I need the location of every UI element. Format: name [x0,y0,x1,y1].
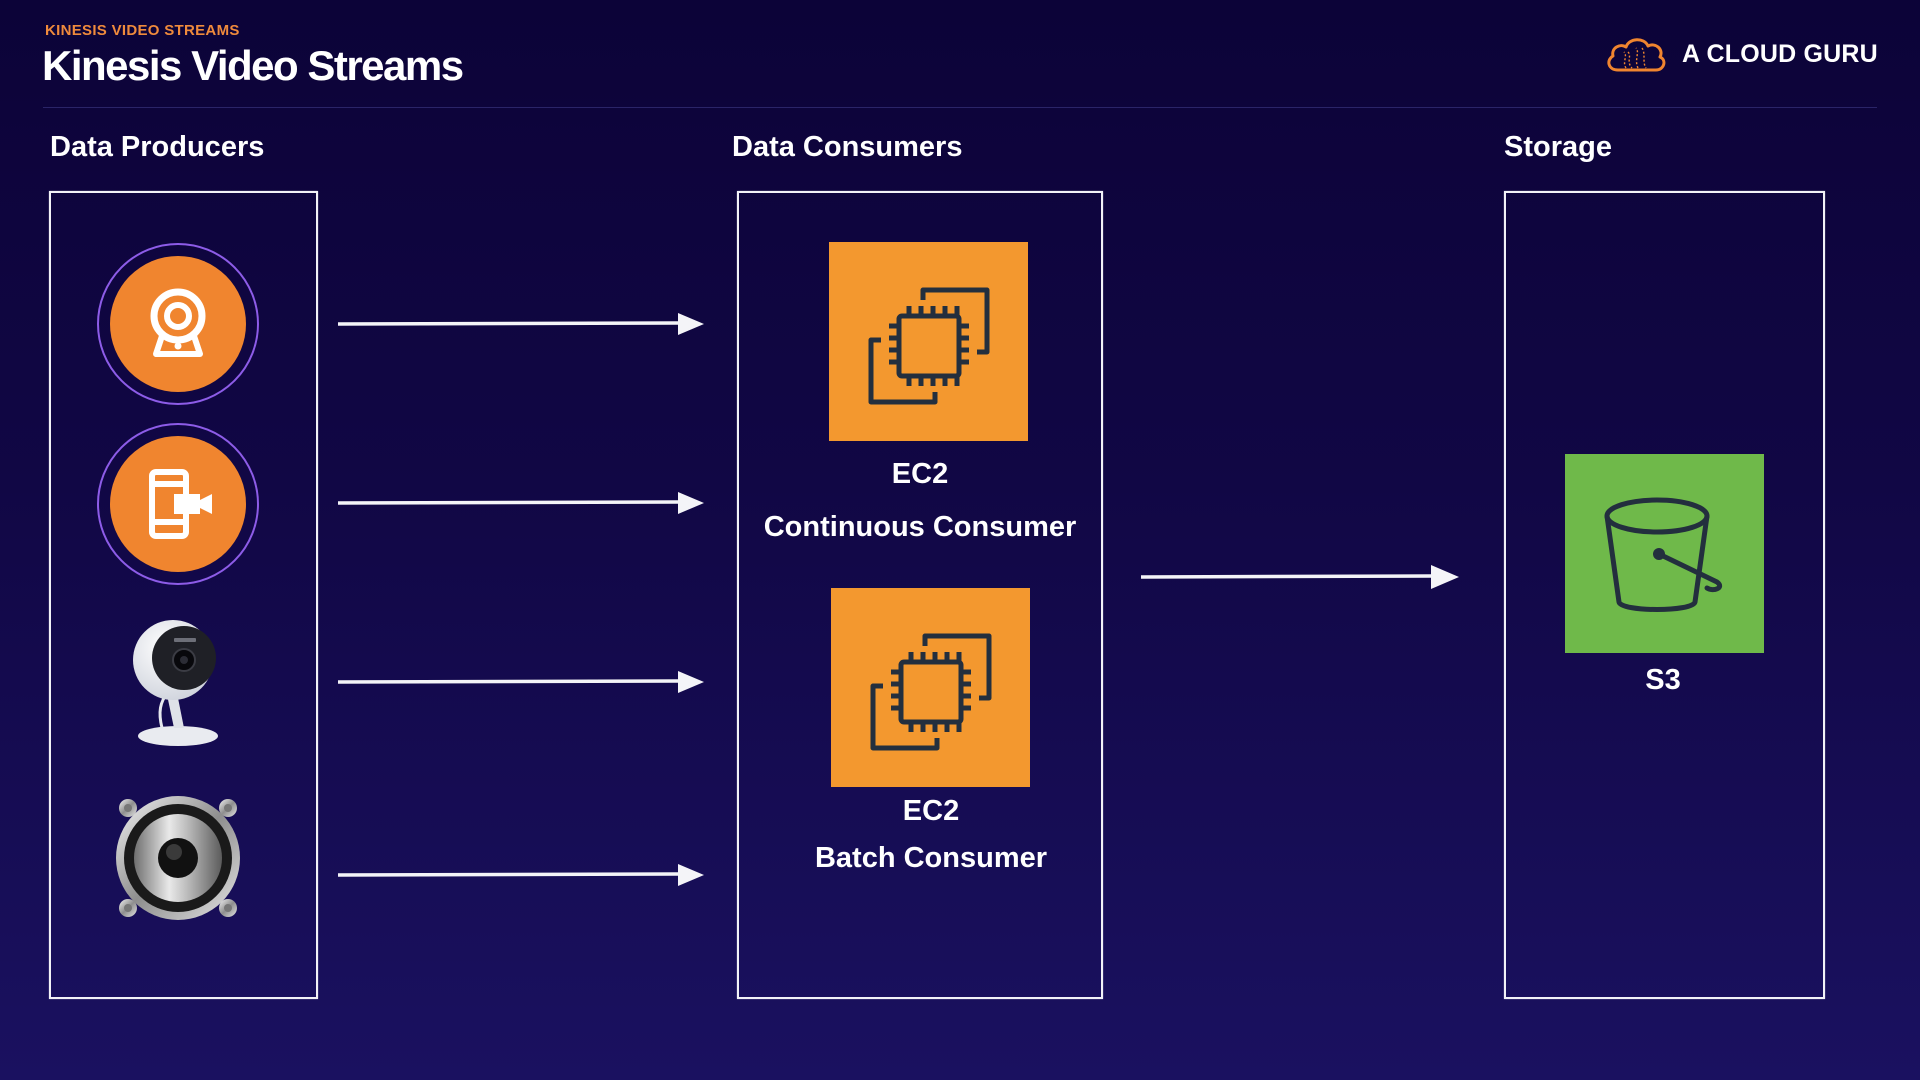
ec2-batch-consumer-tile [831,588,1030,787]
s3-label: S3 [1645,664,1681,696]
consumers-box [737,191,1103,999]
ec2-icon [870,633,991,750]
arrow-webcam-to-consumers [338,313,704,335]
producer-speaker [112,792,244,924]
producers-box [49,191,318,999]
s3-bucket-icon [1604,497,1722,612]
cloud-icon [1607,38,1666,72]
brand-logo: A CLOUD GURU [1604,34,1878,74]
storage-box [1504,191,1825,999]
producers-header: Data Producers [50,131,265,163]
ec2-batch-title: EC2 [902,795,960,827]
header-divider [43,107,1877,108]
ec2-batch-subtitle: Batch Consumer [814,842,1048,874]
security-camera-icon [133,620,218,746]
arrow-consumers-to-storage [1141,565,1459,589]
s3-tile [1565,454,1764,653]
storage-header: Storage [1504,131,1612,163]
ec2-continuous-subtitle: Continuous Consumer [763,511,1077,543]
ec2-continuous-consumer-tile [829,242,1028,441]
slide-title: Kinesis Video Streams [42,42,464,89]
ec2-icon [868,287,989,404]
arrow-camera-to-consumers [338,671,704,693]
producer-mobile-video [97,423,259,585]
webcam-icon [150,288,206,357]
speaker-icon [116,796,240,920]
consumers-header: Data Consumers [732,131,963,163]
producer-security-camera [118,612,238,750]
logo-text: A CLOUD GURU [1682,39,1878,68]
arrow-speaker-to-consumers [338,864,704,886]
producer-webcam [97,243,259,405]
slide-kicker: KINESIS VIDEO STREAMS [45,22,240,39]
ec2-continuous-title: EC2 [891,458,949,490]
mobile-video-icon [149,469,212,539]
arrow-mobile-to-consumers [338,492,704,514]
